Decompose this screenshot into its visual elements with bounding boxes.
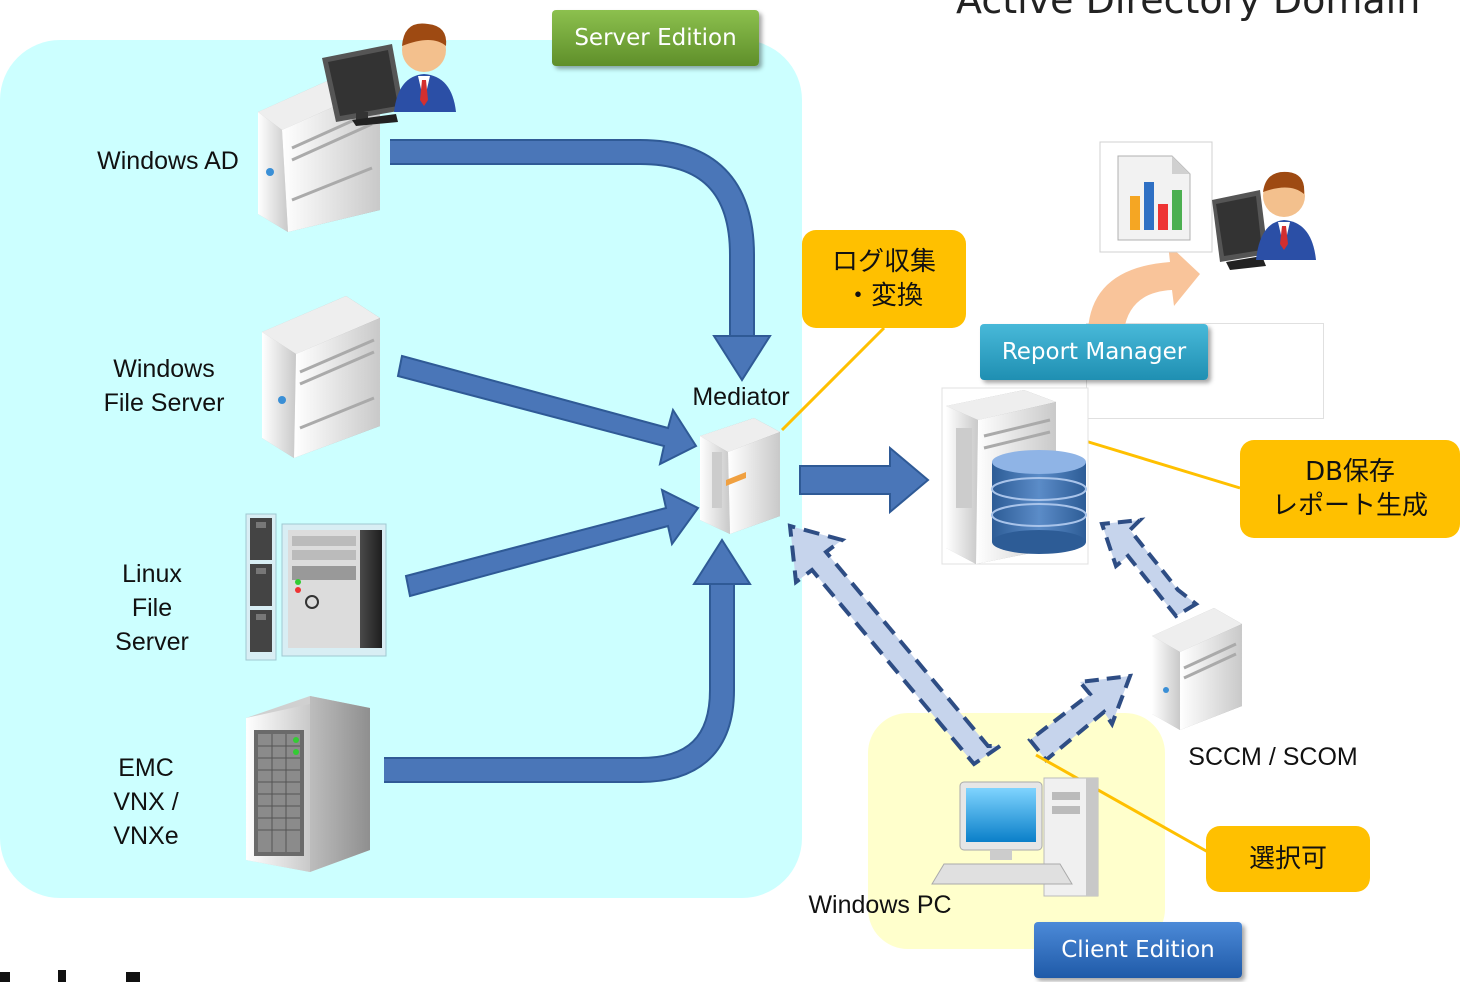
emc-vnx-storage-icon [246, 696, 370, 872]
mediator-appliance-icon [700, 418, 780, 534]
db-store-report-callout: DB保存 レポート生成 [1240, 440, 1460, 538]
server-edition-badge: Server Edition [552, 10, 759, 66]
selectable-callout: 選択可 [1206, 826, 1370, 892]
windows-pc-icon [931, 777, 1099, 897]
clipped-bottom-text [0, 968, 200, 982]
callout-log-connector [780, 326, 886, 432]
database-server-icon [941, 387, 1089, 565]
linux-file-server-icon [245, 513, 387, 661]
windows-file-server-label: Windows File Server [103, 355, 225, 417]
linux-file-server-label: Linux File Server [115, 560, 189, 656]
dashed-arrow-sccm-to-db [1099, 517, 1200, 619]
callout-db-connector [1081, 438, 1241, 490]
report-output-arrow [1088, 244, 1200, 330]
callout-select-connector [1035, 753, 1209, 854]
dashed-arrow-pc-to-mediator [787, 523, 1007, 767]
arrow-linux-to-mediator [404, 488, 700, 598]
windows-pc-label: Windows PC [808, 891, 952, 919]
mediator-label: Mediator [692, 383, 790, 411]
arrow-file-server-to-mediator [396, 354, 698, 466]
report-manager-badge: Report Manager [980, 324, 1208, 380]
client-edition-badge: Client Edition [1034, 922, 1242, 978]
sccm-scom-server-icon [1152, 608, 1242, 730]
report-document-icon [1099, 141, 1213, 253]
arrow-emc-to-mediator [384, 538, 752, 783]
page-title: Active Directory Domain [956, 0, 1421, 22]
report-viewer-user-icon [1212, 171, 1316, 270]
arrow-mediator-to-db [799, 445, 930, 515]
windows-file-server-icon [262, 296, 380, 458]
dashed-arrow-pc-to-sccm [1027, 673, 1134, 763]
windows-ad-label: Windows AD [97, 147, 239, 175]
log-collection-callout: ログ収集 ・変換 [802, 230, 966, 328]
admin-user-icon [322, 23, 456, 126]
emc-vnx-label: EMC VNX / VNXe [113, 754, 179, 850]
sccm-scom-label: SCCM / SCOM [1188, 743, 1358, 771]
arrow-windows-ad-to-mediator [390, 139, 772, 382]
